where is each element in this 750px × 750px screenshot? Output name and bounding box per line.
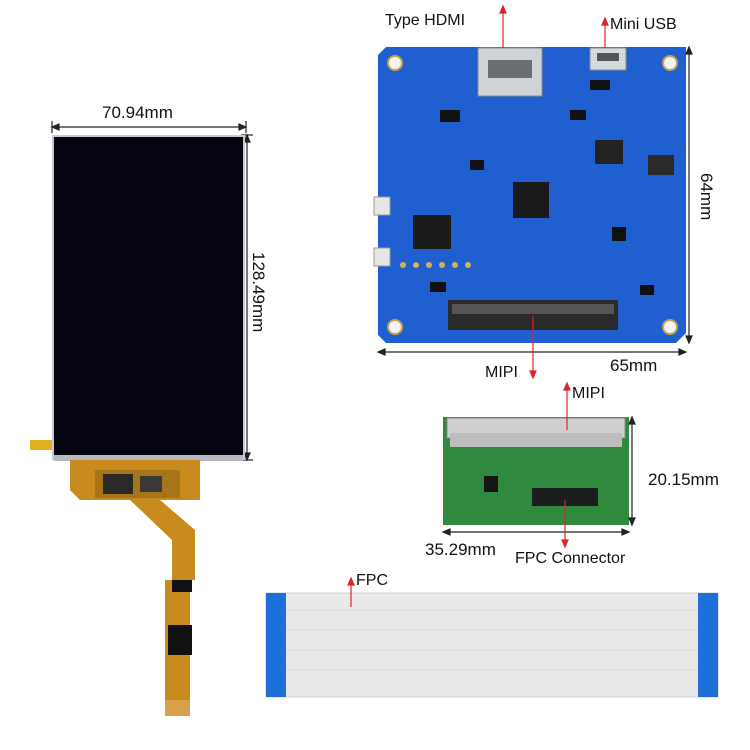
- hdmi-port: [488, 60, 532, 78]
- adapter-height-label: 20.15mm: [648, 470, 719, 489]
- fpc-cable-end-right: [698, 593, 718, 697]
- lcd-bottom-edge: [54, 455, 243, 461]
- mount-hole-tl: [387, 55, 403, 71]
- side-button-2: [373, 247, 391, 267]
- lcd-width-label: 70.94mm: [102, 103, 173, 122]
- side-button-1: [373, 196, 391, 216]
- driver-board-width-label: 65mm: [610, 356, 658, 375]
- fpc-connector-label: FPC Connector: [515, 550, 626, 567]
- lcd-fpc-chip: [103, 474, 133, 494]
- adapter-width-label: 35.29mm: [425, 540, 496, 559]
- driver-board-components: [430, 80, 654, 295]
- mount-hole-bl: [387, 319, 403, 335]
- adapter-pointers: [561, 381, 571, 549]
- adapter-component: [484, 476, 498, 492]
- fpc-cable-lines: [286, 609, 698, 671]
- lcd-fpc-flex: [70, 460, 200, 700]
- lcd-fpc-stiffener: [172, 580, 192, 592]
- driver-board-pointers: [499, 4, 609, 380]
- inductor: [648, 155, 674, 175]
- driver-board-dimension-lines: [376, 45, 693, 356]
- lcd-fpc-component: [140, 476, 162, 492]
- header-pins: [400, 262, 471, 268]
- mini-usb-label: Mini USB: [610, 16, 677, 33]
- regulator-chip: [595, 140, 623, 164]
- fpc-cable-end-left: [266, 593, 286, 697]
- driver-mipi-label: MIPI: [485, 364, 518, 381]
- toshiba-chip: [513, 182, 549, 218]
- usb-port: [597, 53, 619, 61]
- lcd-tab-left: [30, 440, 52, 450]
- mount-hole-tr: [662, 55, 678, 71]
- mipi-connector-slot: [452, 304, 614, 314]
- adapter-mipi-label: MIPI: [572, 385, 605, 402]
- adapter-dimension-lines: [441, 415, 636, 536]
- mcu-chip: [413, 215, 451, 249]
- lcd-fpc-connector: [165, 700, 190, 716]
- fpc-pointer: [347, 576, 355, 607]
- hdmi-label: Type HDMI: [385, 12, 466, 29]
- adapter-mipi-pins: [450, 433, 622, 447]
- fpc-label: FPC: [356, 572, 388, 589]
- lcd-screen: [54, 137, 243, 455]
- fpc-connector: [532, 488, 598, 506]
- fpc-cable: [265, 592, 719, 698]
- lcd-fpc-stiffener-2: [168, 625, 192, 655]
- mount-hole-br: [662, 319, 678, 335]
- lcd-dimension-lines: [50, 121, 253, 462]
